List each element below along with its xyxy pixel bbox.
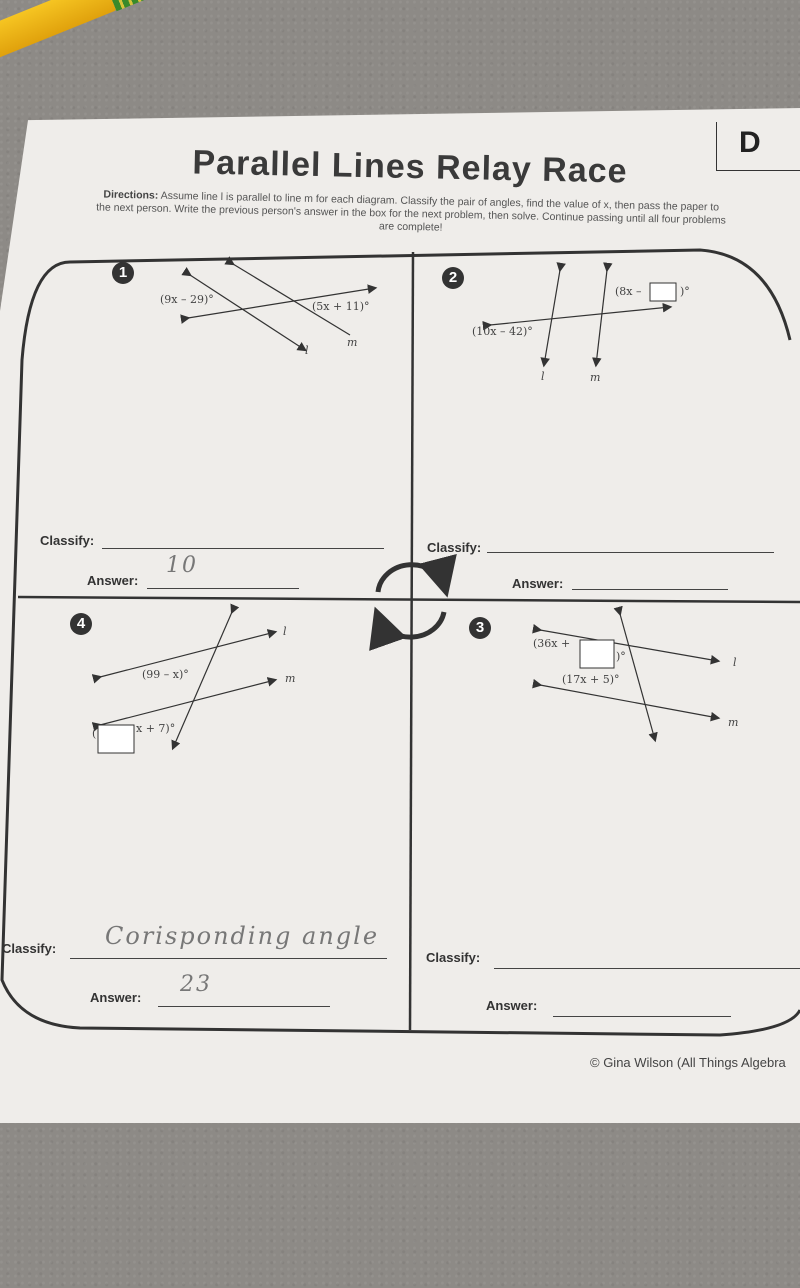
p1-classify-label: Classify: — [40, 533, 95, 548]
p1-angle-a: (9x – 29)° — [160, 293, 214, 306]
diagram-4 — [91, 603, 278, 754]
p3-angle-b: (17x + 5)° — [562, 673, 620, 686]
p4-classify-value: Corisponding angle — [105, 922, 380, 950]
diagram-3 — [532, 605, 721, 743]
p2-angle-b: (10x – 42)° — [472, 325, 533, 338]
p3-classify-label: Classify: — [426, 950, 481, 965]
problem-4-number: 4 — [70, 613, 92, 635]
p3-line-l: l — [733, 656, 737, 669]
p4-line-m: m — [285, 672, 296, 685]
version-letter: D — [739, 126, 761, 159]
p2-classify-field[interactable] — [487, 552, 774, 553]
p4-classify-label: Classify: — [2, 941, 57, 956]
p1-line-m: m — [347, 336, 358, 349]
p2-answer-label: Answer: — [512, 576, 564, 591]
p1-classify-field[interactable] — [102, 548, 384, 549]
vertical-divider — [408, 251, 415, 1031]
version-box: D — [716, 122, 800, 171]
p2-line-m: m — [590, 371, 601, 384]
problem-1-number: 1 — [112, 262, 134, 284]
frame-top — [69, 248, 792, 341]
p3-angle-a-end: )° — [616, 650, 626, 663]
p3-classify-field[interactable] — [494, 968, 800, 969]
p3-angle-a: (36x + — [533, 637, 571, 650]
p2-angle-a-end: )° — [680, 285, 690, 298]
p2-classify-label: Classify: — [427, 540, 482, 555]
p4-angle-a: (99 – x)° — [142, 668, 189, 681]
p1-answer-label: Answer: — [87, 573, 139, 588]
p4-answer-label: Answer: — [90, 990, 142, 1005]
p2-angle-a: (8x – — [615, 285, 642, 298]
p1-answer-value: 10 — [166, 553, 198, 578]
p1-line-l: l — [305, 344, 309, 357]
p1-answer-field[interactable] — [147, 588, 299, 589]
p4-classify-field[interactable] — [70, 958, 387, 959]
p2-answer-field[interactable] — [572, 589, 728, 590]
p3-line-m: m — [728, 716, 739, 729]
frame-left-bottom — [0, 260, 800, 1037]
p4-answer-value: 23 — [180, 972, 212, 997]
problem-3-number: 3 — [469, 617, 491, 639]
rotate-arrows-icon — [369, 553, 457, 651]
p4-angle-b-open: ( — [92, 727, 97, 740]
p1-angle-b: (5x + 11)° — [312, 300, 370, 313]
problem-2-number: 2 — [442, 267, 464, 289]
copyright: © Gina Wilson (All Things Algebra — [590, 1055, 786, 1070]
p4-answer-field[interactable] — [158, 1006, 330, 1007]
p3-answer-field[interactable] — [553, 1016, 731, 1017]
p4-line-l: l — [283, 625, 287, 638]
p3-answer-label: Answer: — [486, 998, 538, 1013]
p4-angle-b: x + 7)° — [136, 722, 176, 735]
p2-line-l: l — [541, 370, 545, 383]
diagram-1 — [180, 256, 378, 352]
diagram-2 — [482, 262, 677, 368]
horizontal-divider — [17, 595, 800, 604]
